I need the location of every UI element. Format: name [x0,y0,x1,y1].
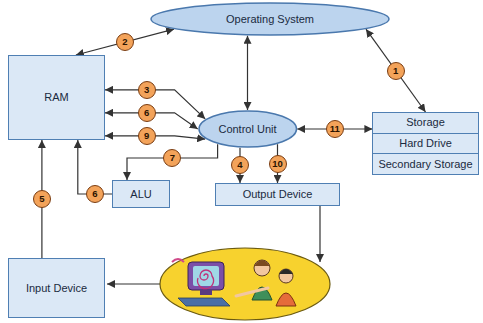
connector [247,36,248,110]
node-label: RAM [44,91,68,104]
callout-circle: 11 [326,120,344,138]
node-content: Input Device [9,259,104,317]
callout-circle: 2 [116,33,134,51]
node-label: Storage [406,116,445,129]
node-content: Operating System [150,2,390,36]
node-content: StorageHard DriveSecondary Storage [373,113,477,174]
callout-number: 7 [170,153,175,163]
callout-circle: 3 [138,81,156,99]
user-circle [160,248,330,320]
node-content: Control Unit [198,110,298,148]
callout-circle: 9 [138,127,156,145]
node-content: Output Device [216,184,339,205]
node-label: Secondary Storage [378,158,472,171]
text-row: Input Device [9,259,104,317]
callout-number: 9 [144,131,149,141]
output-device-box: Output Device [215,183,340,206]
text-row: Operating System [150,2,390,36]
storage-box: StorageHard DriveSecondary Storage [372,112,478,175]
callout-circle: 5 [33,190,51,208]
flow-line [107,283,160,284]
user-figures [172,259,296,306]
callout-number: 6 [92,189,97,199]
node-label: ALU [130,188,151,201]
callout-circle: 7 [163,149,181,167]
control-unit-ellipse: Control Unit [198,110,298,148]
text-row: ALU [113,181,169,207]
callout-circle: 6 [86,185,104,203]
os-ellipse: Operating System [150,2,390,36]
callout-number: 10 [272,159,283,169]
callout-number: 11 [330,124,340,134]
input-device-box: Input Device [8,258,105,318]
callout-circle: 6 [138,104,156,122]
text-row: Control Unit [198,110,298,148]
ellipse-shape [151,3,389,35]
text-row: Hard Drive [373,133,477,154]
text-row: Secondary Storage [373,153,477,174]
connector [366,29,426,112]
callout-number: 1 [393,66,398,76]
callout-circle: 1 [387,62,405,80]
node-label: Output Device [243,188,313,201]
callout-circle: 10 [269,155,287,173]
text-row: Output Device [216,184,339,205]
ellipse-shape [199,111,297,147]
callout-circle: 4 [231,156,249,174]
node-label: Input Device [26,282,87,295]
text-row: RAM [9,56,104,139]
node-content: ALU [113,181,169,207]
connector [127,144,218,180]
callout-number: 6 [144,108,149,118]
node-label: Operating System [226,13,314,26]
callout-number: 4 [237,160,242,170]
alu-box: ALU [112,180,170,208]
node-label: Control Unit [218,123,276,136]
callout-number: 5 [39,194,44,204]
flow-line [319,206,320,262]
text-row: Storage [373,113,477,133]
node-label: Hard Drive [399,137,452,150]
node-content: RAM [9,56,104,139]
callout-number: 3 [144,85,149,95]
connector [76,29,174,55]
callout-number: 2 [122,37,127,47]
ram-box: RAM [8,55,105,140]
